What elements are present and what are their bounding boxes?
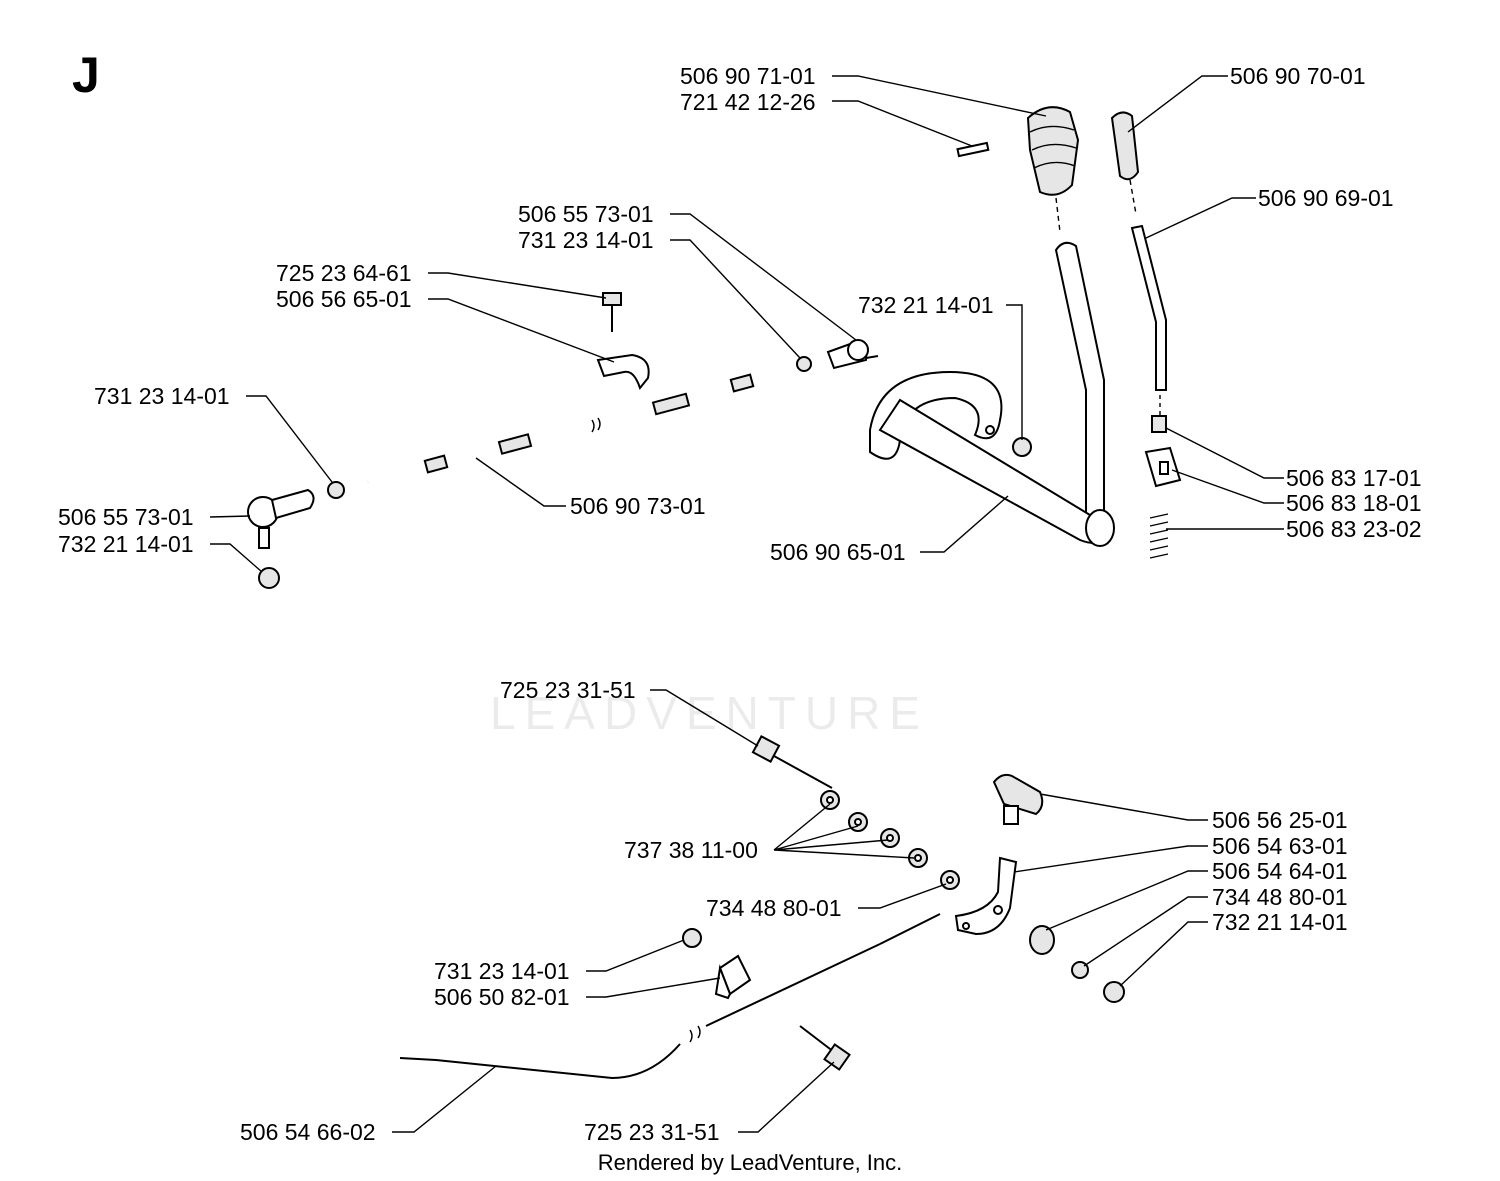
part-number-label: 734 48 80-01 [1212, 884, 1348, 910]
part-labels: 506 90 71-01 721 42 12-26 506 90 70-01 5… [58, 63, 1422, 1145]
leader-lines [209, 75, 1284, 1133]
lower-cable [399, 913, 941, 1080]
part-number-label: 725 23 64-61 [276, 260, 412, 286]
part-number-label: 731 23 14-01 [434, 958, 570, 984]
part-number-label: 506 90 71-01 [680, 63, 816, 89]
section-letter: J [72, 47, 100, 103]
part-number-label: 731 23 14-01 [94, 383, 230, 409]
part-number-label: 506 55 73-01 [518, 201, 654, 227]
part-number-label: 506 83 18-01 [1286, 490, 1422, 516]
control-cable [367, 364, 813, 484]
credit-text: Rendered by LeadVenture, Inc. [597, 1150, 903, 1175]
shift-lever [1054, 241, 1105, 521]
part-number-label: 506 90 70-01 [1230, 63, 1366, 89]
mount-bracket [714, 954, 752, 1000]
part-number-label: 506 54 63-01 [1212, 833, 1348, 859]
part-number-label: 506 54 66-02 [240, 1119, 376, 1145]
bolt-top [751, 735, 833, 789]
lower-nuts [682, 928, 1125, 1003]
latch-parts [1144, 415, 1182, 559]
part-number-label: 732 21 14-01 [1212, 909, 1348, 935]
part-number-label: 725 23 31-51 [584, 1119, 720, 1145]
part-number-label: 732 21 14-01 [858, 292, 994, 318]
part-number-label: 506 90 69-01 [1258, 185, 1394, 211]
bolt-bottom [799, 1025, 851, 1071]
cable-nuts [258, 356, 812, 589]
shift-knob [1026, 106, 1080, 233]
rod [1130, 224, 1167, 415]
part-number-label: 506 56 25-01 [1212, 807, 1348, 833]
pivot-bracket [869, 370, 1115, 547]
part-number-label: 506 54 64-01 [1212, 858, 1348, 884]
part-number-label: 506 90 73-01 [570, 493, 706, 519]
washers [820, 790, 960, 890]
handle [992, 773, 1044, 825]
part-number-label: 506 90 65-01 [770, 539, 906, 565]
part-number-label: 506 56 65-01 [276, 286, 412, 312]
part-number-label: 506 83 23-02 [1286, 516, 1422, 542]
part-number-label: 734 48 80-01 [706, 895, 842, 921]
upper-assembly [247, 106, 1182, 589]
part-number-label: 506 83 17-01 [1286, 465, 1422, 491]
spacer [1029, 925, 1055, 955]
pin [956, 141, 990, 158]
part-number-label: 725 23 31-51 [500, 677, 636, 703]
part-number-label: 737 38 11-00 [624, 837, 758, 863]
part-number-label: 731 23 14-01 [518, 227, 654, 253]
part-number-label: 506 50 82-01 [434, 984, 570, 1010]
nut [1012, 437, 1032, 457]
part-number-label: 721 42 12-26 [680, 89, 816, 115]
part-number-label: 506 55 73-01 [58, 504, 194, 530]
lever-arm [954, 856, 1018, 936]
ball-joint-right [826, 339, 879, 370]
part-number-label: 732 21 14-01 [58, 531, 194, 557]
lower-assembly [399, 735, 1125, 1080]
ball-joint-left [247, 488, 315, 549]
cable-clamp [596, 292, 650, 391]
